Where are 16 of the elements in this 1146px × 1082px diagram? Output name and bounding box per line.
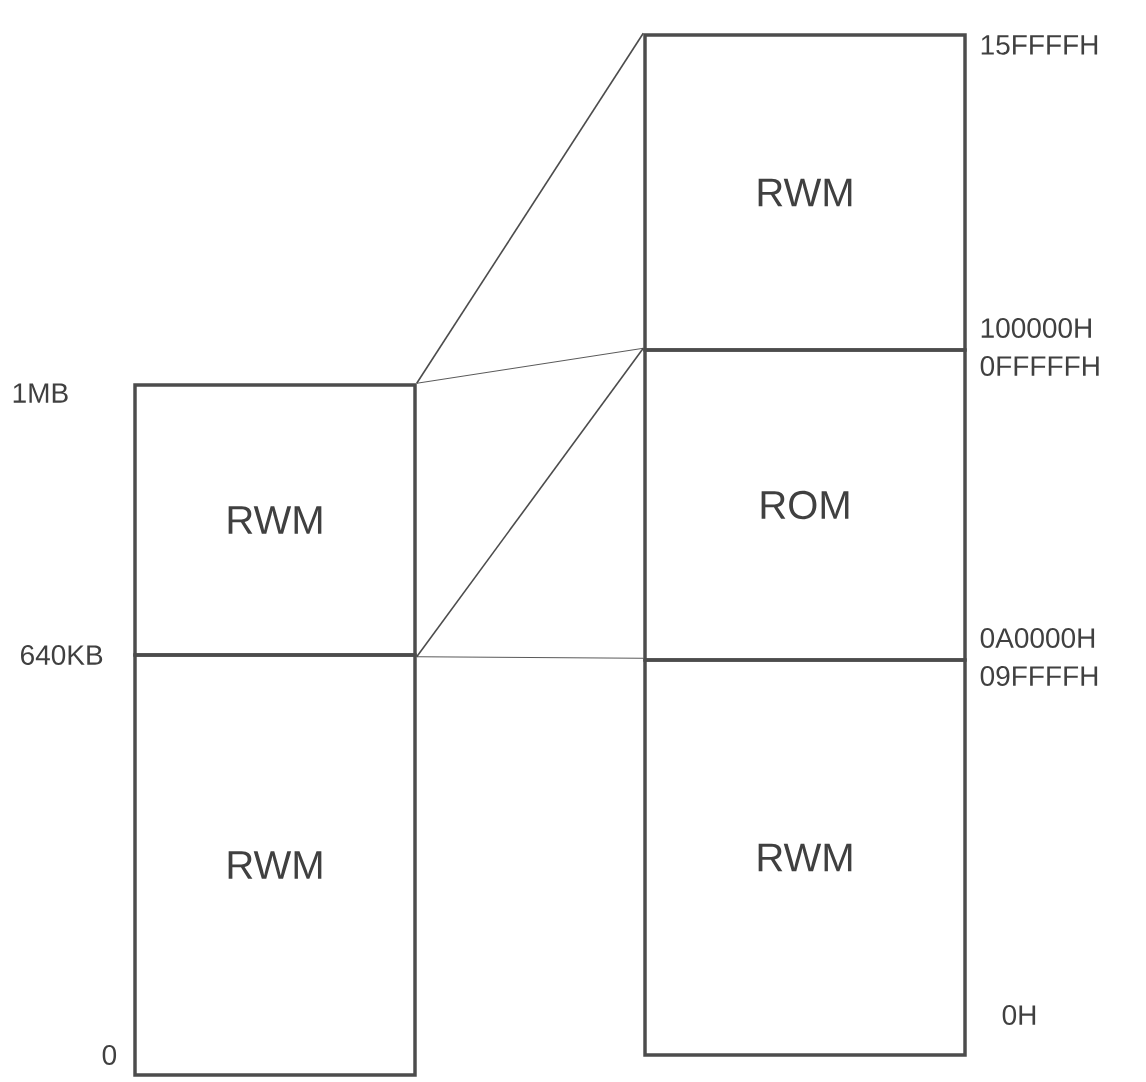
projection-line: [415, 347, 645, 658]
memory-block: RWM: [643, 658, 967, 1057]
projection-line: [416, 656, 644, 659]
address-label: 100000H: [981, 318, 1091, 338]
address-label: 1MB: [13, 383, 68, 403]
address-label: 640KB: [21, 645, 103, 665]
projection-line: [416, 347, 644, 384]
memory-block: RWM: [643, 33, 967, 352]
address-label: 0A0000H: [980, 628, 1095, 648]
memory-block: RWM: [133, 653, 417, 1077]
address-label: 09FFFFH: [980, 666, 1098, 686]
memory-block: RWM: [133, 383, 417, 657]
address-label: 0H: [1002, 1005, 1036, 1025]
memory-block: ROM: [643, 348, 967, 662]
projection-line: [415, 32, 645, 385]
address-label: 0FFFFFH: [980, 356, 1099, 376]
